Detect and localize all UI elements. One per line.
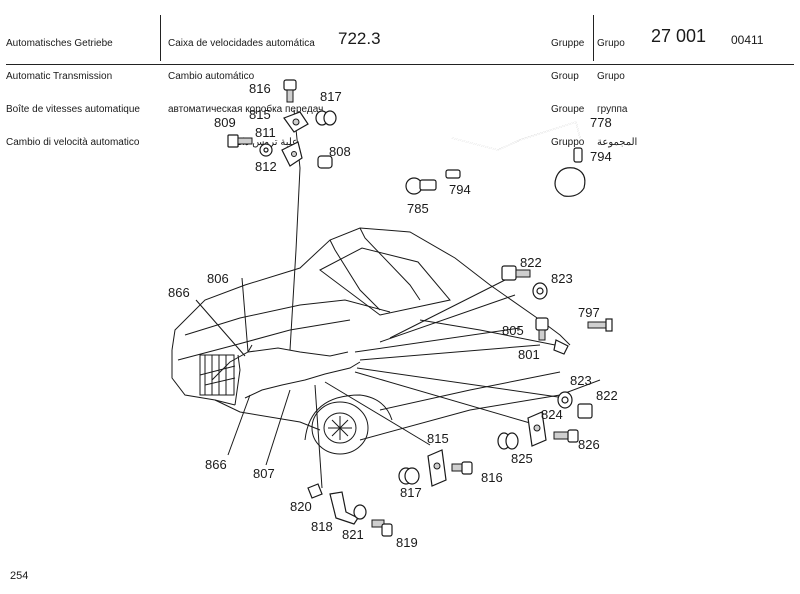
part-822-nut-bottom: [577, 403, 593, 419]
part-811-washer: [259, 143, 273, 157]
label-778: 778: [590, 115, 612, 130]
group-label-ru: группа: [597, 104, 628, 115]
label-794-left: 794: [449, 182, 471, 197]
group-label-de: Gruppe: [551, 38, 585, 49]
label-822-bottom: 822: [596, 388, 618, 403]
label-808: 808: [329, 144, 351, 159]
group-labels-left: Gruppe Group Groupe Gruppo: [551, 16, 584, 159]
part-823-washer-bottom: [557, 391, 573, 409]
car-grille: [199, 354, 235, 396]
group-label-ar: المجموعة: [597, 137, 638, 148]
label-866-top: 866: [168, 285, 190, 300]
part-815-bracket-top: [283, 111, 309, 133]
part-808-bushing: [317, 155, 333, 169]
label-806: 806: [207, 271, 229, 286]
group-number: 27 001: [651, 26, 707, 46]
part-818-bracket: [329, 491, 359, 525]
part-819-bolt: [371, 519, 393, 537]
header-title-fr: Boîte de vitesses automatique: [6, 104, 140, 115]
label-824: 824: [541, 407, 563, 422]
header-title-it: Cambio di velocità automatico: [6, 137, 140, 148]
part-785-ball-joint: [405, 177, 437, 195]
label-785: 785: [407, 201, 429, 216]
part-821-washer: [353, 504, 367, 520]
header-divider: [160, 15, 161, 61]
part-823-washer-top: [532, 282, 548, 300]
label-815-top: 815: [249, 107, 271, 122]
label-812: 812: [255, 159, 277, 174]
group-label-pt: Grupo: [597, 38, 625, 49]
label-816-top: 816: [249, 81, 271, 96]
leader-lines: [195, 109, 566, 489]
part-820-clip: [307, 483, 323, 499]
page-number: 254: [10, 570, 29, 582]
part-797-bolt: [587, 318, 613, 332]
header-title-es: Cambio automático: [168, 71, 255, 82]
label-820: 820: [290, 499, 312, 514]
group-label-it: Gruppo: [551, 137, 585, 148]
part-817-grommet-top: [315, 110, 337, 126]
label-801: 801: [518, 347, 540, 362]
part-812-bracket: [281, 141, 303, 167]
group-label-es: Grupo: [597, 71, 625, 82]
part-825-grommet: [497, 432, 519, 450]
label-866-bottom: 866: [205, 457, 227, 472]
cable-runs: [211, 344, 361, 399]
label-823-bottom: 823: [570, 373, 592, 388]
label-825: 825: [511, 451, 533, 466]
part-822-nut-top: [501, 265, 531, 281]
part-816-bolt-bottom: [451, 461, 473, 475]
label-819: 819: [396, 535, 418, 550]
label-815-bottom: 815: [427, 431, 449, 446]
model-number: 722.3: [338, 29, 381, 48]
label-816-bottom: 816: [481, 470, 503, 485]
part-816-bolt-top: [283, 79, 297, 103]
part-815-bracket-bottom: [427, 449, 447, 487]
label-807: 807: [253, 466, 275, 481]
header-title-pt: Caixa de velocidades automática: [168, 38, 315, 49]
group-divider: [593, 15, 594, 61]
group-label-fr: Groupe: [551, 104, 585, 115]
part-817-grommet-bottom: [398, 467, 420, 485]
label-826: 826: [578, 437, 600, 452]
label-797: 797: [578, 305, 600, 320]
label-817-bottom: 817: [400, 485, 422, 500]
header-languages-left: Automatisches Getriebe Automatic Transmi…: [6, 16, 140, 159]
part-labels: 816 817 815 809 811 812 808 778 794 794 …: [168, 81, 618, 550]
part-801-clip: [553, 339, 569, 355]
part-809-bolt: [227, 134, 253, 148]
front-wheel: [304, 394, 393, 455]
part-778-rod: [451, 121, 581, 151]
part-794-pin-left: [445, 169, 461, 179]
header-title-ru: автоматическая коробка передач: [168, 104, 324, 115]
label-822-top: 822: [520, 255, 542, 270]
label-818: 818: [311, 519, 333, 534]
label-805: 805: [502, 323, 524, 338]
document-number: 00411: [731, 33, 764, 47]
label-794-right: 794: [590, 149, 612, 164]
part-826-bolt: [553, 429, 579, 443]
part-824-bracket: [527, 411, 547, 447]
part-778-rod-inner: [451, 121, 581, 151]
group-labels-right: Grupo Grupo группа المجموعة: [597, 16, 637, 159]
group-label-en: Group: [551, 71, 579, 82]
label-817-top: 817: [320, 89, 342, 104]
label-823-top: 823: [551, 271, 573, 286]
part-794-pin-right: [573, 147, 583, 163]
header-title-en: Automatic Transmission: [6, 71, 113, 82]
header-rule: [6, 64, 794, 65]
part-805-bolt: [535, 317, 549, 341]
part-gear-knob: [554, 167, 586, 197]
label-809: 809: [214, 115, 236, 130]
header-languages-mid: Caixa de velocidades automática Cambio a…: [168, 16, 323, 159]
header-title-de: Automatisches Getriebe: [6, 38, 113, 49]
label-821: 821: [342, 527, 364, 542]
label-811: 811: [255, 125, 276, 140]
